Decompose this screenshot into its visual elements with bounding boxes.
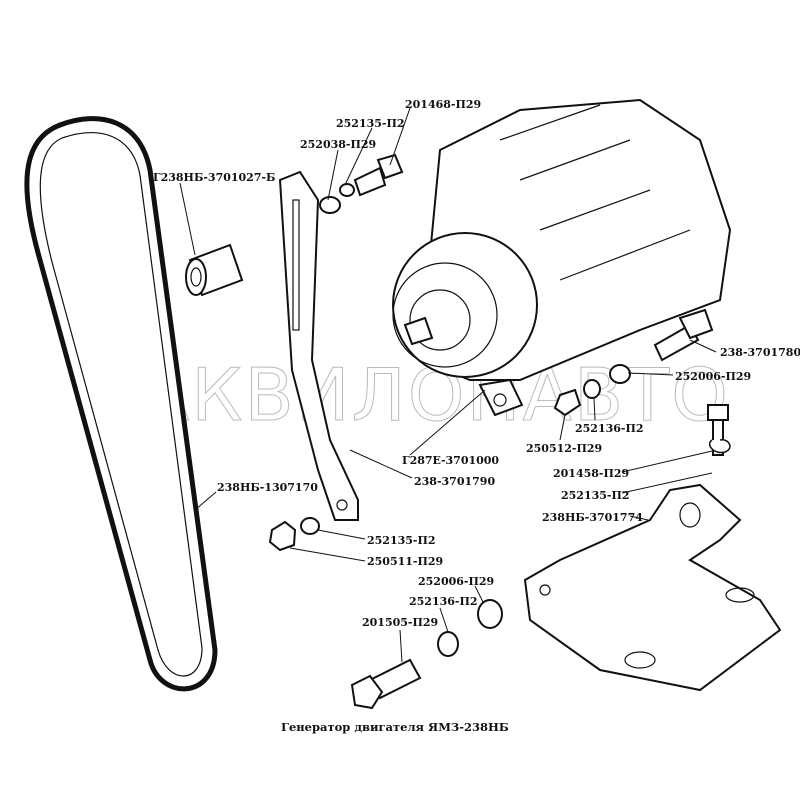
- bushing-part: [185, 243, 244, 297]
- label-belt: 238НБ-1307170: [217, 481, 318, 494]
- label-bushing: Г238НБ-3701027-Б: [153, 171, 275, 184]
- label-252006-p29-right: 252006-П29: [675, 370, 751, 383]
- label-201468-p29: 201468-П29: [405, 98, 481, 111]
- label-252006-p29-bottom: 252006-П29: [418, 575, 494, 588]
- adjusting-bar-part: [278, 170, 359, 521]
- bottom-fasteners: [350, 599, 503, 710]
- label-252136-p2-right: 252136-П2: [575, 422, 644, 435]
- label-bracket: 238НБ-3701774: [542, 511, 643, 524]
- label-250512-p29: 250512-П29: [526, 442, 602, 455]
- leader-lines: [179, 107, 717, 663]
- label-201458-p29: 201458-П29: [553, 467, 629, 480]
- top-fasteners: [319, 153, 404, 214]
- label-201505-p29: 201505-П29: [362, 616, 438, 629]
- label-238-3701780: 238-3701780: [720, 346, 800, 359]
- label-252038-p29: 252038-П29: [300, 138, 376, 151]
- label-generator: Г287Е-3701000: [402, 454, 499, 467]
- label-252136-p2-bottom: 252136-П2: [409, 595, 478, 608]
- bar-fasteners: [268, 517, 320, 552]
- label-252135-p2-bar: 252135-П2: [367, 534, 436, 547]
- stud-part: [653, 308, 714, 362]
- label-250511-p29: 250511-П29: [367, 555, 443, 568]
- right-fasteners: [553, 364, 731, 456]
- label-252135-p2-top: 252135-П2: [336, 117, 405, 130]
- drive-belt: [24, 116, 218, 692]
- diagram-caption: Генератор двигателя ЯМЗ-238НБ: [281, 720, 509, 734]
- generator-part: [392, 98, 732, 417]
- bracket-part: [523, 483, 782, 692]
- label-252135-p2-bracket: 252135-П2: [561, 489, 630, 502]
- label-238-3701790: 238-3701790: [414, 475, 495, 488]
